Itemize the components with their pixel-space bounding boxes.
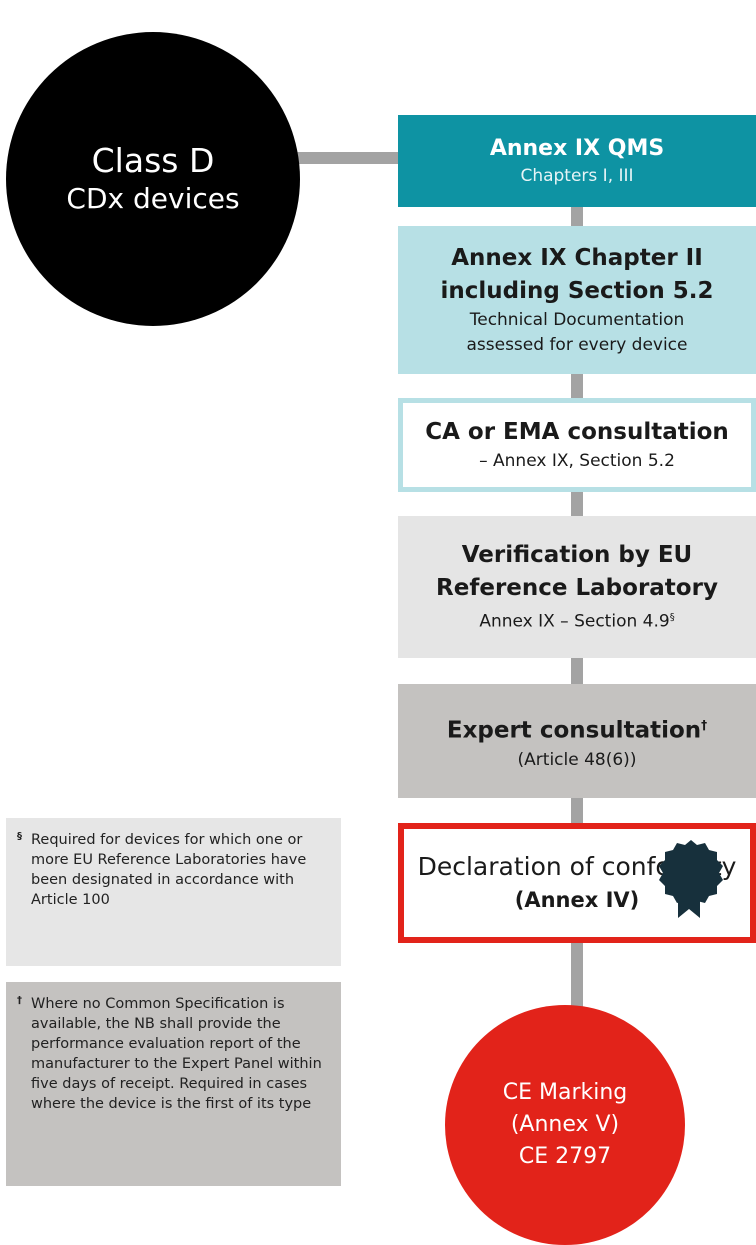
class-d-start-node: Class D CDx devices — [6, 32, 300, 326]
end-line-2: (Annex V) — [510, 1112, 620, 1137]
step-4-sub-wrap: Annex IX – Section 4.9§ — [479, 605, 674, 635]
footnote-section-mark: § — [17, 831, 22, 842]
step-2-sub-2: assessed for every device — [466, 335, 688, 355]
step-4-title-2: Reference Laboratory — [436, 575, 718, 602]
footnote-dagger: † Where no Common Specification is avail… — [6, 982, 341, 1186]
footnote-section: § Required for devices for which one or … — [6, 818, 341, 966]
footnote-dagger-text: Where no Common Specification is availab… — [31, 996, 322, 1112]
end-line-1: CE Marking — [502, 1080, 628, 1105]
connector-1 — [571, 207, 583, 226]
start-line-2: CDx devices — [66, 182, 240, 215]
step-5-title-wrap: Expert consultation† — [447, 709, 707, 748]
step-2-title-2: including Section 5.2 — [440, 278, 714, 304]
step-4-title-1: Verification by EU — [461, 542, 693, 569]
connector-5 — [571, 798, 583, 823]
step-5-sub: (Article 48(6)) — [517, 749, 637, 770]
connector-2 — [571, 374, 583, 398]
ce-marking-end-node: CE Marking (Annex V) CE 2797 — [445, 1005, 685, 1245]
step-ca-ema-consultation: CA or EMA consultation – Annex IX, Secti… — [398, 398, 756, 492]
footnote-dagger-mark: † — [17, 995, 22, 1006]
step-3-title: CA or EMA consultation — [425, 419, 729, 445]
step-4-sub: Annex IX – Section 4.9 — [479, 611, 670, 632]
step-expert-consultation: Expert consultation† (Article 48(6)) — [398, 684, 756, 798]
start-line-1: Class D — [91, 141, 215, 180]
step-annex-ix-qms: Annex IX QMS Chapters I, III — [398, 115, 756, 207]
section-mark: § — [669, 612, 675, 624]
award-seal-icon — [659, 840, 723, 918]
step-1-title: Annex IX QMS — [489, 135, 665, 161]
step-6-sub: (Annex IV) — [514, 888, 640, 912]
step-annex-ix-chapter-ii: Annex IX Chapter II including Section 5.… — [398, 226, 756, 374]
step-eu-reference-lab: Verification by EU Reference Laboratory … — [398, 516, 756, 658]
step-3-sub: – Annex IX, Section 5.2 — [479, 451, 675, 471]
connector-6 — [571, 943, 583, 1007]
connector-start-to-qms — [290, 152, 400, 164]
step-2-sub-1: Technical Documentation — [469, 310, 685, 330]
footnote-section-text: Required for devices for which one or mo… — [31, 832, 307, 908]
end-line-3: CE 2797 — [518, 1144, 612, 1169]
step-1-sub: Chapters I, III — [520, 165, 634, 186]
connector-3 — [571, 492, 583, 516]
step-5-title: Expert consultation — [446, 717, 702, 744]
connector-4 — [571, 658, 583, 684]
dagger-mark: † — [701, 718, 708, 733]
step-2-title-1: Annex IX Chapter II — [451, 245, 703, 271]
